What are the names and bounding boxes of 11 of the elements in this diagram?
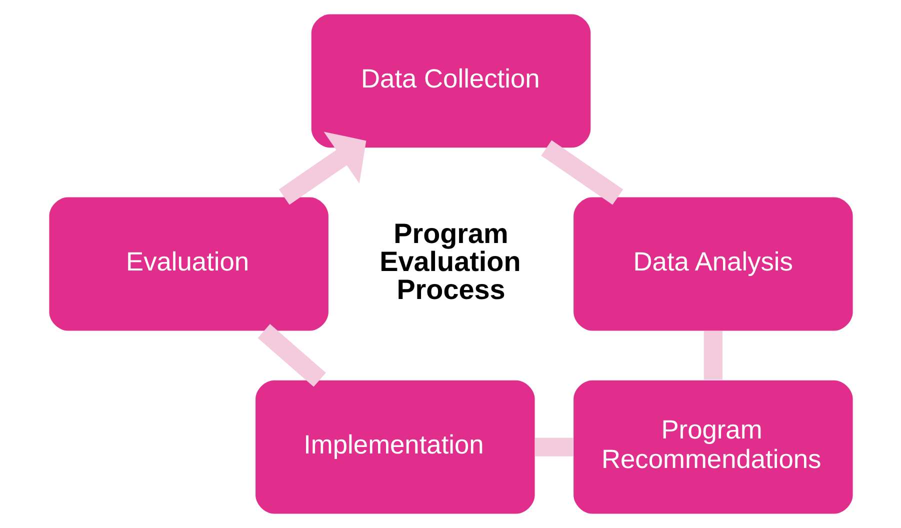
- node-box: Evaluation: [48, 197, 328, 331]
- connector: [534, 438, 573, 456]
- connector: [540, 140, 623, 205]
- node-box: Data Collection: [310, 14, 590, 148]
- node-box: Data Analysis: [573, 197, 852, 331]
- connector: [257, 324, 326, 387]
- label: Program Evaluation Process: [379, 218, 520, 305]
- node-box: Implementation: [255, 380, 534, 514]
- connector: [703, 331, 722, 380]
- arrow: [278, 132, 366, 205]
- node-box: Program Recommendations: [573, 380, 852, 514]
